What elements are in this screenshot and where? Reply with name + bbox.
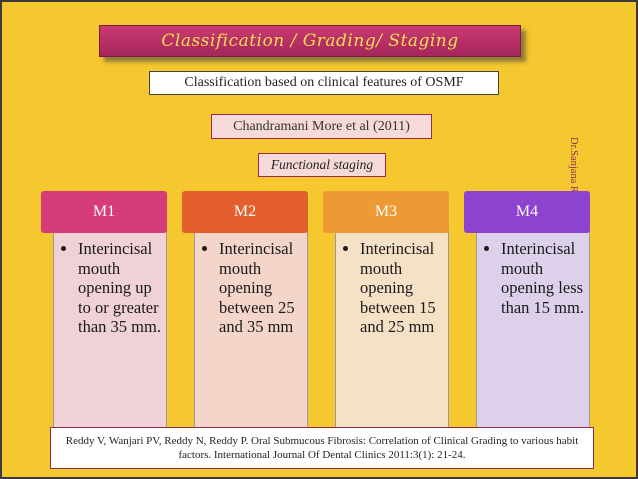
- stage-body-m4: Interincisal mouth opening less than 15 …: [476, 229, 590, 441]
- stage-description-m3: Interincisal mouth opening between 15 an…: [360, 239, 444, 337]
- subtitle-text: Classification based on clinical feature…: [184, 75, 464, 90]
- stage-header-m2: M2: [182, 191, 308, 233]
- title-bar: Classification / Grading/ Staging: [99, 25, 521, 57]
- stage-body-m2: Interincisal mouth opening between 25 an…: [194, 229, 308, 441]
- subtitle-box: Classification based on clinical feature…: [149, 71, 499, 95]
- stage-header-m3: M3: [323, 191, 449, 233]
- stage-description-m2: Interincisal mouth opening between 25 an…: [219, 239, 303, 337]
- stage-description-m1: Interincisal mouth opening up to or grea…: [78, 239, 162, 337]
- stage-header-m4: M4: [464, 191, 590, 233]
- slide-title: Classification / Grading/ Staging: [161, 31, 459, 51]
- author-box: Chandramani More et al (2011): [211, 114, 432, 139]
- reference-box: Reddy V, Wanjari PV, Reddy N, Reddy P. O…: [50, 427, 594, 469]
- stage-body-m3: Interincisal mouth opening between 15 an…: [335, 229, 449, 441]
- author-text: Chandramani More et al (2011): [233, 118, 410, 134]
- reference-text: Reddy V, Wanjari PV, Reddy N, Reddy P. O…: [65, 435, 579, 461]
- staging-text: Functional staging: [270, 157, 374, 172]
- stage-description-m4: Interincisal mouth opening less than 15 …: [501, 239, 585, 317]
- stage-body-m1: Interincisal mouth opening up to or grea…: [53, 229, 167, 441]
- staging-box: Functional staging: [258, 153, 386, 177]
- stage-header-m1: M1: [41, 191, 167, 233]
- vertical-credit: Dr.Sanjana Ravindra: [568, 137, 579, 225]
